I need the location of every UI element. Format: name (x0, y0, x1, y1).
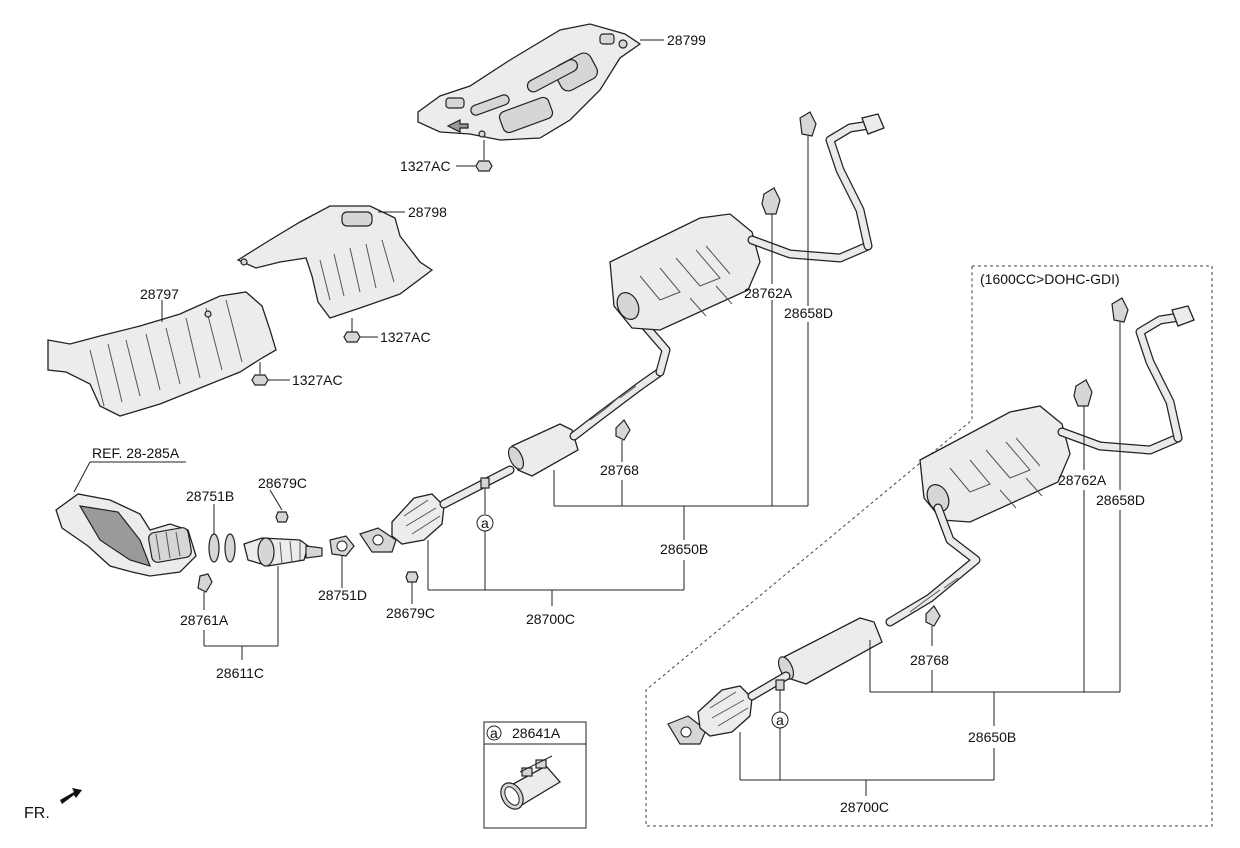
marker-a-2: a (776, 712, 784, 728)
clamp-28641a-drawing (500, 755, 562, 810)
main-muffler (609, 113, 885, 331)
legend-marker: a (490, 725, 498, 741)
catalytic-converter-28700c (359, 465, 515, 553)
hanger-28768-a (615, 419, 631, 441)
variant-main-muffler (885, 305, 1195, 627)
label-28751b: 28751B (186, 488, 234, 504)
gasket-28751b-2 (224, 533, 236, 563)
label-1327ac-c: 1327AC (292, 372, 343, 388)
label-28761a: 28761A (180, 612, 229, 628)
label-28658d-b: 28658D (1096, 492, 1145, 508)
clamp-a-1 (480, 477, 490, 489)
label-28700c-a: 28700C (526, 611, 575, 627)
label-1327ac-a: 1327AC (400, 158, 451, 174)
label-28650b-b: 28650B (968, 729, 1016, 745)
label-28799: 28799 (667, 32, 706, 48)
label-ref-28-285a: REF. 28-285A (92, 445, 180, 461)
nut-1327ac-c (251, 374, 269, 386)
label-28751d: 28751D (318, 587, 367, 603)
label-28611c: 28611C (216, 665, 264, 681)
label-28768-a: 28768 (600, 462, 639, 478)
heat-protector-28797 (47, 291, 277, 417)
front-arrow-icon (60, 788, 82, 804)
marker-a-1: a (481, 515, 489, 531)
label-1327ac-b: 1327AC (380, 329, 431, 345)
heat-protector-28798 (236, 205, 434, 319)
nut-28679c-b (405, 571, 419, 583)
label-28762a-b: 28762A (1058, 472, 1107, 488)
variant-dashed-frame (645, 265, 1213, 827)
hanger-28658d-a (799, 111, 817, 137)
gasket-28751b-1 (208, 533, 220, 563)
hanger-28761a (197, 573, 213, 593)
clamp-legend-box: a 28641A (483, 721, 587, 829)
label-front: FR. (24, 805, 50, 822)
variant-catalytic-converter (667, 671, 791, 745)
label-28650b-a: 28650B (660, 541, 708, 557)
label-28797: 28797 (140, 286, 179, 302)
nut-1327ac-b (343, 331, 361, 343)
nut-28679c-a (275, 511, 289, 523)
label-28679c-a: 28679C (258, 475, 307, 491)
legend-part-28641a: 28641A (512, 725, 561, 741)
label-28768-b: 28768 (910, 652, 949, 668)
label-28762a-a: 28762A (744, 285, 793, 301)
label-28658d-a: 28658D (784, 305, 833, 321)
variant-center-muffler (777, 617, 883, 685)
heat-protector-28799 (417, 23, 642, 141)
exhaust-manifold (55, 493, 197, 577)
label-28700c-b: 28700C (840, 799, 889, 815)
label-28679c-b: 28679C (386, 605, 435, 621)
label-28798: 28798 (408, 204, 447, 220)
hanger-28658d-b (1111, 297, 1129, 323)
hanger-28762a-b (1073, 379, 1093, 407)
clamp-a-2 (775, 679, 785, 691)
hanger-28768-b (925, 605, 941, 627)
catalytic-converter-front (243, 537, 323, 567)
label-variant: (1600CC>DOHC-GDI) (980, 271, 1120, 287)
hanger-28762a-a (761, 187, 781, 215)
nut-1327ac-a (475, 160, 493, 172)
